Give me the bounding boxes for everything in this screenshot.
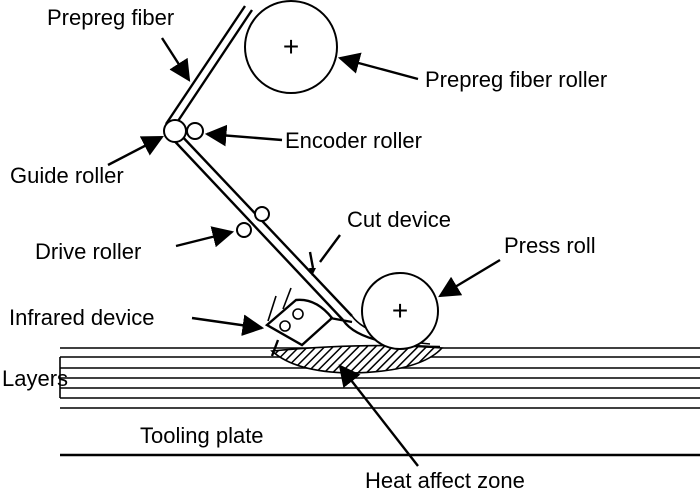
cut-device-leader	[319, 234, 341, 263]
infrared-bracket	[282, 287, 292, 310]
infrared-lamp	[279, 320, 291, 332]
label-drive-roller: Drive roller	[35, 239, 141, 264]
heat-affect-zone-region	[270, 344, 444, 374]
drive-roller-arrow	[175, 226, 235, 248]
infrared-beam-edge	[329, 316, 353, 324]
encoder-roller-arrow	[204, 124, 283, 147]
prepreg-fiber-roller	[244, 0, 338, 94]
drive-roller-bottom	[236, 222, 252, 238]
label-prepreg-fiber: Prepreg fiber	[47, 5, 174, 30]
infrared-lamp	[292, 308, 304, 320]
label-guide-roller: Guide roller	[10, 163, 124, 188]
label-layers: Layers	[2, 366, 68, 391]
label-prepreg-fiber-roller: Prepreg fiber roller	[425, 67, 607, 92]
guide-roller	[163, 119, 187, 143]
label-tooling-plate: Tooling plate	[140, 423, 264, 448]
prepreg-roller-plus: +	[283, 31, 299, 62]
label-infrared-device: Infrared device	[9, 305, 155, 330]
fiber-tow-lower-outer	[165, 131, 344, 321]
cut-device-blade	[308, 251, 315, 269]
guide-roller-arrow	[107, 135, 164, 167]
fiber-tow-upper-inner	[175, 9, 253, 125]
label-cut-device: Cut device	[347, 207, 451, 232]
infrared-housing	[264, 298, 334, 347]
label-heat-affect-zone: Heat affect zone	[365, 468, 525, 493]
fiber-tow-upper-outer	[165, 5, 246, 125]
encoder-roller	[186, 122, 204, 140]
heat-affect-zone-arrow	[338, 364, 419, 467]
press-roll-arrow	[438, 258, 501, 298]
fiber-tow-lower-inner	[177, 131, 353, 317]
press-roll	[361, 272, 439, 350]
label-encoder-roller: Encoder roller	[285, 128, 422, 153]
prepreg-fiber-roller-arrow	[337, 52, 419, 81]
infrared-bracket	[267, 295, 277, 322]
label-press-roll: Press roll	[504, 233, 596, 258]
infrared-device-arrow	[191, 314, 265, 336]
prepreg-fiber-arrow	[160, 37, 191, 82]
infrared-beam	[270, 339, 280, 357]
infrared-device	[264, 287, 353, 357]
press-roll-plus: +	[392, 295, 408, 326]
cut-device-tip	[309, 268, 316, 276]
drive-roller-top	[254, 206, 270, 222]
